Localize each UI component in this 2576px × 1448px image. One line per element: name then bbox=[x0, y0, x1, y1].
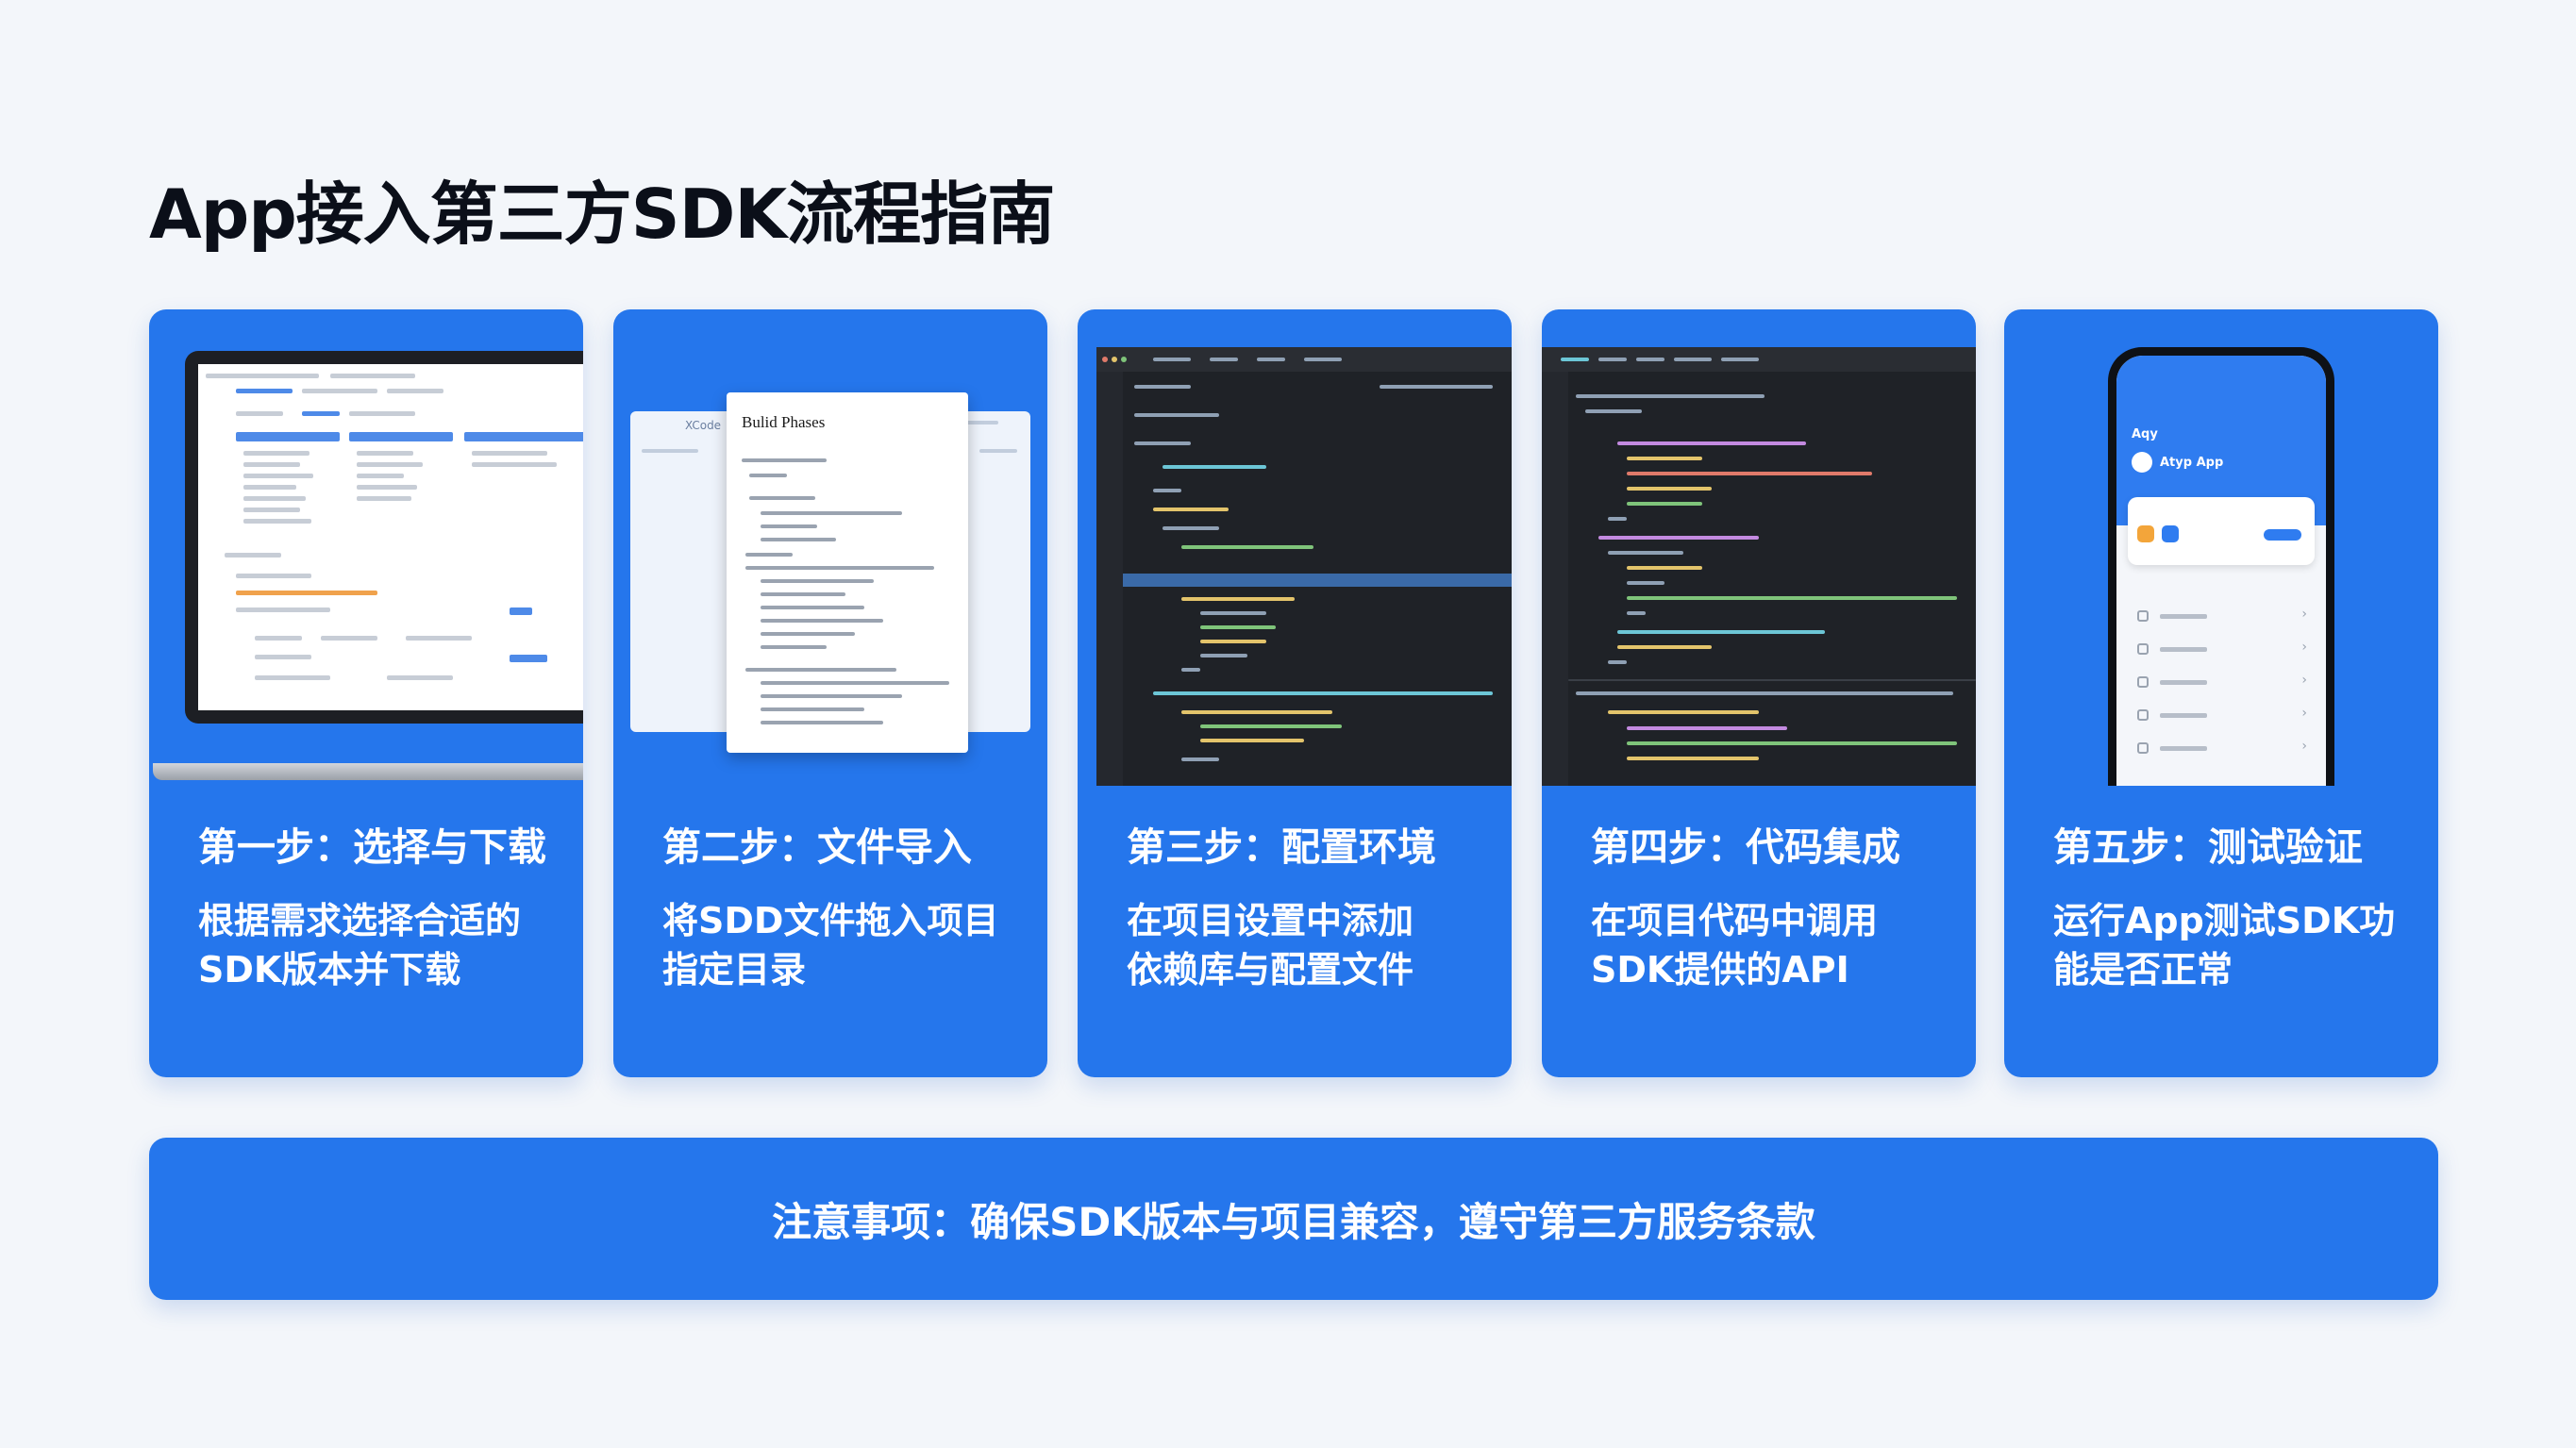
test-button[interactable] bbox=[2264, 529, 2301, 541]
phone-app-name: Atyp App bbox=[2160, 456, 2224, 470]
sdk-status-icon bbox=[2137, 525, 2154, 542]
step-description: 运行App测试SDK功 能是否正常 bbox=[2053, 896, 2419, 994]
notice-banner: 注意事项：确保SDK版本与项目兼容，遵守第三方服务条款 bbox=[149, 1138, 2438, 1300]
ide-config-mockup bbox=[1078, 309, 1512, 786]
page-title: App接入第三方SDK流程指南 bbox=[149, 175, 1055, 254]
step-description-line: 能是否正常 bbox=[2053, 949, 2233, 990]
step-description-line: 指定目录 bbox=[662, 949, 807, 990]
phone-mockup: Aqy Atyp App › › › › › bbox=[2004, 309, 2438, 786]
step-description-line: SDK版本并下载 bbox=[198, 949, 461, 990]
step-title: 第五步：测试验证 bbox=[2053, 824, 2363, 870]
step-description: 在项目设置中添加 依赖库与配置文件 bbox=[1127, 896, 1493, 994]
notice-text: 注意事项：确保SDK版本与项目兼容，遵守第三方服务条款 bbox=[772, 1198, 1815, 1245]
step-title: 第一步：选择与下载 bbox=[198, 824, 546, 870]
steps-row: 第一步：选择与下载 根据需求选择合适的 SDK版本并下载 XCode Bulid… bbox=[149, 309, 2438, 1077]
step-description: 将SDD文件拖入项目 指定目录 bbox=[662, 896, 1029, 994]
step-description-line: 在项目代码中调用 bbox=[1591, 900, 1879, 941]
build-phases-document: Bulid Phases bbox=[727, 392, 968, 753]
laptop-mockup bbox=[149, 309, 583, 786]
step-description-line: SDK提供的API bbox=[1591, 949, 1849, 990]
step-description: 在项目代码中调用 SDK提供的API bbox=[1591, 896, 1957, 994]
download-page-screenshot bbox=[198, 364, 583, 710]
step-description: 根据需求选择合适的 SDK版本并下载 bbox=[198, 896, 564, 994]
step-description-line: 运行App测试SDK功 bbox=[2053, 900, 2396, 941]
step-card-2: XCode Bulid Phases bbox=[613, 309, 1047, 1077]
step-description-line: 根据需求选择合适的 bbox=[198, 900, 522, 941]
step-title: 第三步：配置环境 bbox=[1127, 824, 1436, 870]
sdk-module-icon bbox=[2162, 525, 2179, 542]
step-card-1: 第一步：选择与下载 根据需求选择合适的 SDK版本并下载 bbox=[149, 309, 583, 1077]
step-description-line: 在项目设置中添加 bbox=[1127, 900, 1414, 941]
xcode-label: XCode bbox=[685, 419, 722, 432]
step-title: 第二步：文件导入 bbox=[662, 824, 972, 870]
code-editor-mockup bbox=[1542, 309, 1976, 786]
step-card-4: 第四步：代码集成 在项目代码中调用 SDK提供的API bbox=[1542, 309, 1976, 1077]
phone-header-text: Aqy bbox=[2132, 427, 2158, 441]
document-heading: Bulid Phases bbox=[742, 413, 826, 431]
document-mockup: XCode Bulid Phases bbox=[613, 309, 1047, 786]
step-card-5: Aqy Atyp App › › › › › bbox=[2004, 309, 2438, 1077]
test-app-screen: Aqy Atyp App › › › › › bbox=[2116, 356, 2326, 786]
step-title: 第四步：代码集成 bbox=[1591, 824, 1900, 870]
step-description-line: 依赖库与配置文件 bbox=[1127, 949, 1414, 990]
app-avatar-icon bbox=[2132, 452, 2152, 473]
step-description-line: 将SDD文件拖入项目 bbox=[662, 900, 999, 941]
step-card-3: 第三步：配置环境 在项目设置中添加 依赖库与配置文件 bbox=[1078, 309, 1512, 1077]
